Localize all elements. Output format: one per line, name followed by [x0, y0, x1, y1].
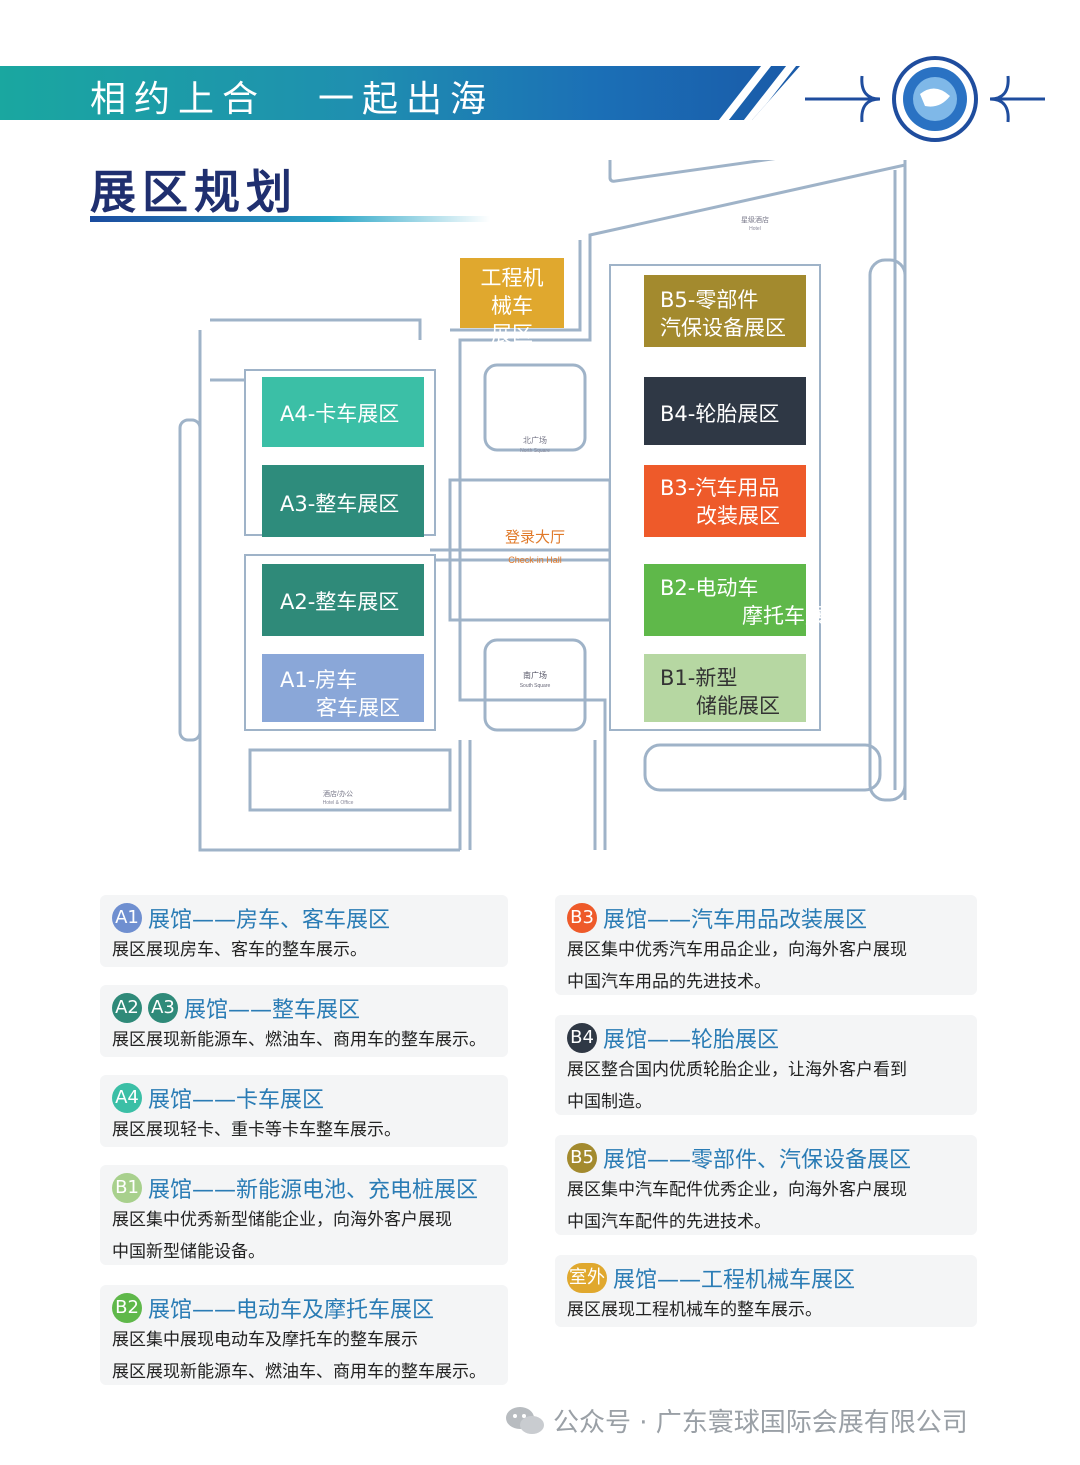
card-title: 展馆——卡车展区 [148, 1088, 325, 1113]
zone-a2-fill [262, 564, 424, 636]
expo-logo-icon [805, 56, 1045, 142]
hall-badge: B1 [112, 1173, 142, 1203]
zone-a2-label: A2-整车展区 [280, 590, 400, 614]
card-description: 展区展现房车、客车的整车展示。 [112, 940, 367, 960]
zone-b5-label-2: 汽保设备展区 [660, 316, 786, 340]
footer: 公众号 · 广东寰球国际会展有限公司 [505, 1402, 968, 1439]
card-title: 展馆——工程机械车展区 [613, 1268, 856, 1293]
hall-label: 登录大厅 [505, 529, 565, 546]
card-description: 展区集中展现电动车及摩托车的整车展示 [112, 1330, 418, 1350]
south-square-en-label: South Square [520, 683, 551, 689]
card-description: 展区展现工程机械车的整车展示。 [567, 1300, 822, 1320]
hotel-office-label: 酒店/办公 [323, 789, 353, 798]
zone-b1-label-2: 储能展区 [696, 694, 780, 718]
south-square-label: 南广场 [523, 670, 547, 680]
zone-b2-fill [644, 564, 806, 636]
card-title: 展馆——房车、客车展区 [148, 908, 391, 933]
card-heading: 室外展馆——工程机械车展区 [567, 1263, 965, 1293]
zone-b5-fill [644, 275, 806, 347]
section-title: 展区规划 [90, 165, 298, 219]
zone-a3-fill [262, 465, 424, 537]
hall-label-en: Check-in Hall [508, 555, 562, 565]
card-description: 展区整合国内优质轮胎企业，让海外客户看到 [567, 1060, 907, 1080]
title-underline [90, 216, 490, 222]
card-title: 展馆——电动车及摩托车展区 [148, 1298, 435, 1323]
card-description: 中国汽车配件的先进技术。 [567, 1212, 771, 1232]
card-description: 展区展现轻卡、重卡等卡车整车展示。 [112, 1120, 401, 1140]
card-title: 展馆——零部件、汽保设备展区 [603, 1148, 912, 1173]
hall-badge: B4 [567, 1023, 597, 1053]
header-banner [0, 66, 800, 120]
card-description: 中国新型储能设备。 [112, 1242, 265, 1262]
card-title: 展馆——轮胎展区 [603, 1028, 780, 1053]
hall-badge: B3 [567, 903, 597, 933]
zone-b5-label-1: B5-零部件 [660, 288, 759, 312]
zone-card: 室外展馆——工程机械车展区展区展现工程机械车的整车展示。 [555, 1255, 977, 1327]
zone-b3-label-2: 改装展区 [696, 504, 780, 528]
card-title: 展馆——新能源电池、充电桩展区 [148, 1178, 479, 1203]
card-description: 展区展现新能源车、燃油车、商用车的整车展示。 [112, 1362, 486, 1382]
hall-badge: A3 [148, 993, 178, 1023]
slogan-right: 一起出海 [318, 79, 495, 120]
zone-a4-label: A4-卡车展区 [280, 402, 400, 426]
hall-badge: 室外 [567, 1263, 607, 1293]
zone-a1-fill [262, 654, 424, 722]
card-description: 展区集中优秀新型储能企业，向海外客户展现 [112, 1210, 452, 1230]
card-title: 展馆——整车展区 [184, 998, 361, 1023]
card-description: 中国汽车用品的先进技术。 [567, 972, 771, 992]
zone-a3-label: A3-整车展区 [280, 492, 400, 516]
zone-a1-label-1: A1-房车 [280, 668, 358, 692]
zone-b2-label-1: B2-电动车 [660, 576, 759, 600]
banner-slash [743, 66, 797, 120]
hall-badge: A1 [112, 903, 142, 933]
hotel-en-label: Hotel [749, 226, 761, 232]
zone-engineering-label: 工程机械车 展区 [480, 266, 544, 346]
venue-map: 登录大厅 Check-in Hall 北广场 North Square 南广场 … [178, 160, 907, 852]
footer-text: 公众号 · 广东寰球国际会展有限公司 [553, 1408, 968, 1438]
zone-a1-label-2: 客车展区 [316, 696, 400, 720]
zone-b3-fill [644, 465, 806, 537]
card-title: 展馆——汽车用品改装展区 [603, 908, 868, 933]
card-description: 展区集中汽车配件优秀企业，向海外客户展现 [567, 1180, 907, 1200]
hotel-label: 星级酒店 [741, 215, 769, 224]
hall-badge: A4 [112, 1083, 142, 1113]
north-square-en-label: North Square [520, 448, 550, 454]
slogan-left: 相约上合 [90, 79, 267, 120]
zone-b4-fill [644, 377, 806, 445]
zone-b2-label-2: 摩托车展区 [742, 604, 847, 628]
card-description: 中国制造。 [567, 1092, 652, 1112]
zone-b4-label: B4-轮胎展区 [660, 402, 780, 426]
zone-engineering-fill [460, 258, 564, 328]
hall-badge: B5 [567, 1143, 597, 1173]
hall-badge: A2 [112, 993, 142, 1023]
card-description: 展区集中优秀汽车用品企业，向海外客户展现 [567, 940, 907, 960]
hall-badge: B2 [112, 1293, 142, 1323]
wechat-icon [506, 1406, 544, 1434]
zone-a4-fill [262, 377, 424, 447]
zone-b3-label-1: B3-汽车用品 [660, 476, 780, 500]
zone-b1-label-1: B1-新型 [660, 666, 738, 690]
zone-b1-fill [644, 654, 806, 722]
card-description: 展区展现新能源车、燃油车、商用车的整车展示。 [112, 1030, 486, 1050]
hotel-office-en-label: Hotel & Office [323, 800, 354, 806]
north-square-label: 北广场 [523, 435, 547, 445]
